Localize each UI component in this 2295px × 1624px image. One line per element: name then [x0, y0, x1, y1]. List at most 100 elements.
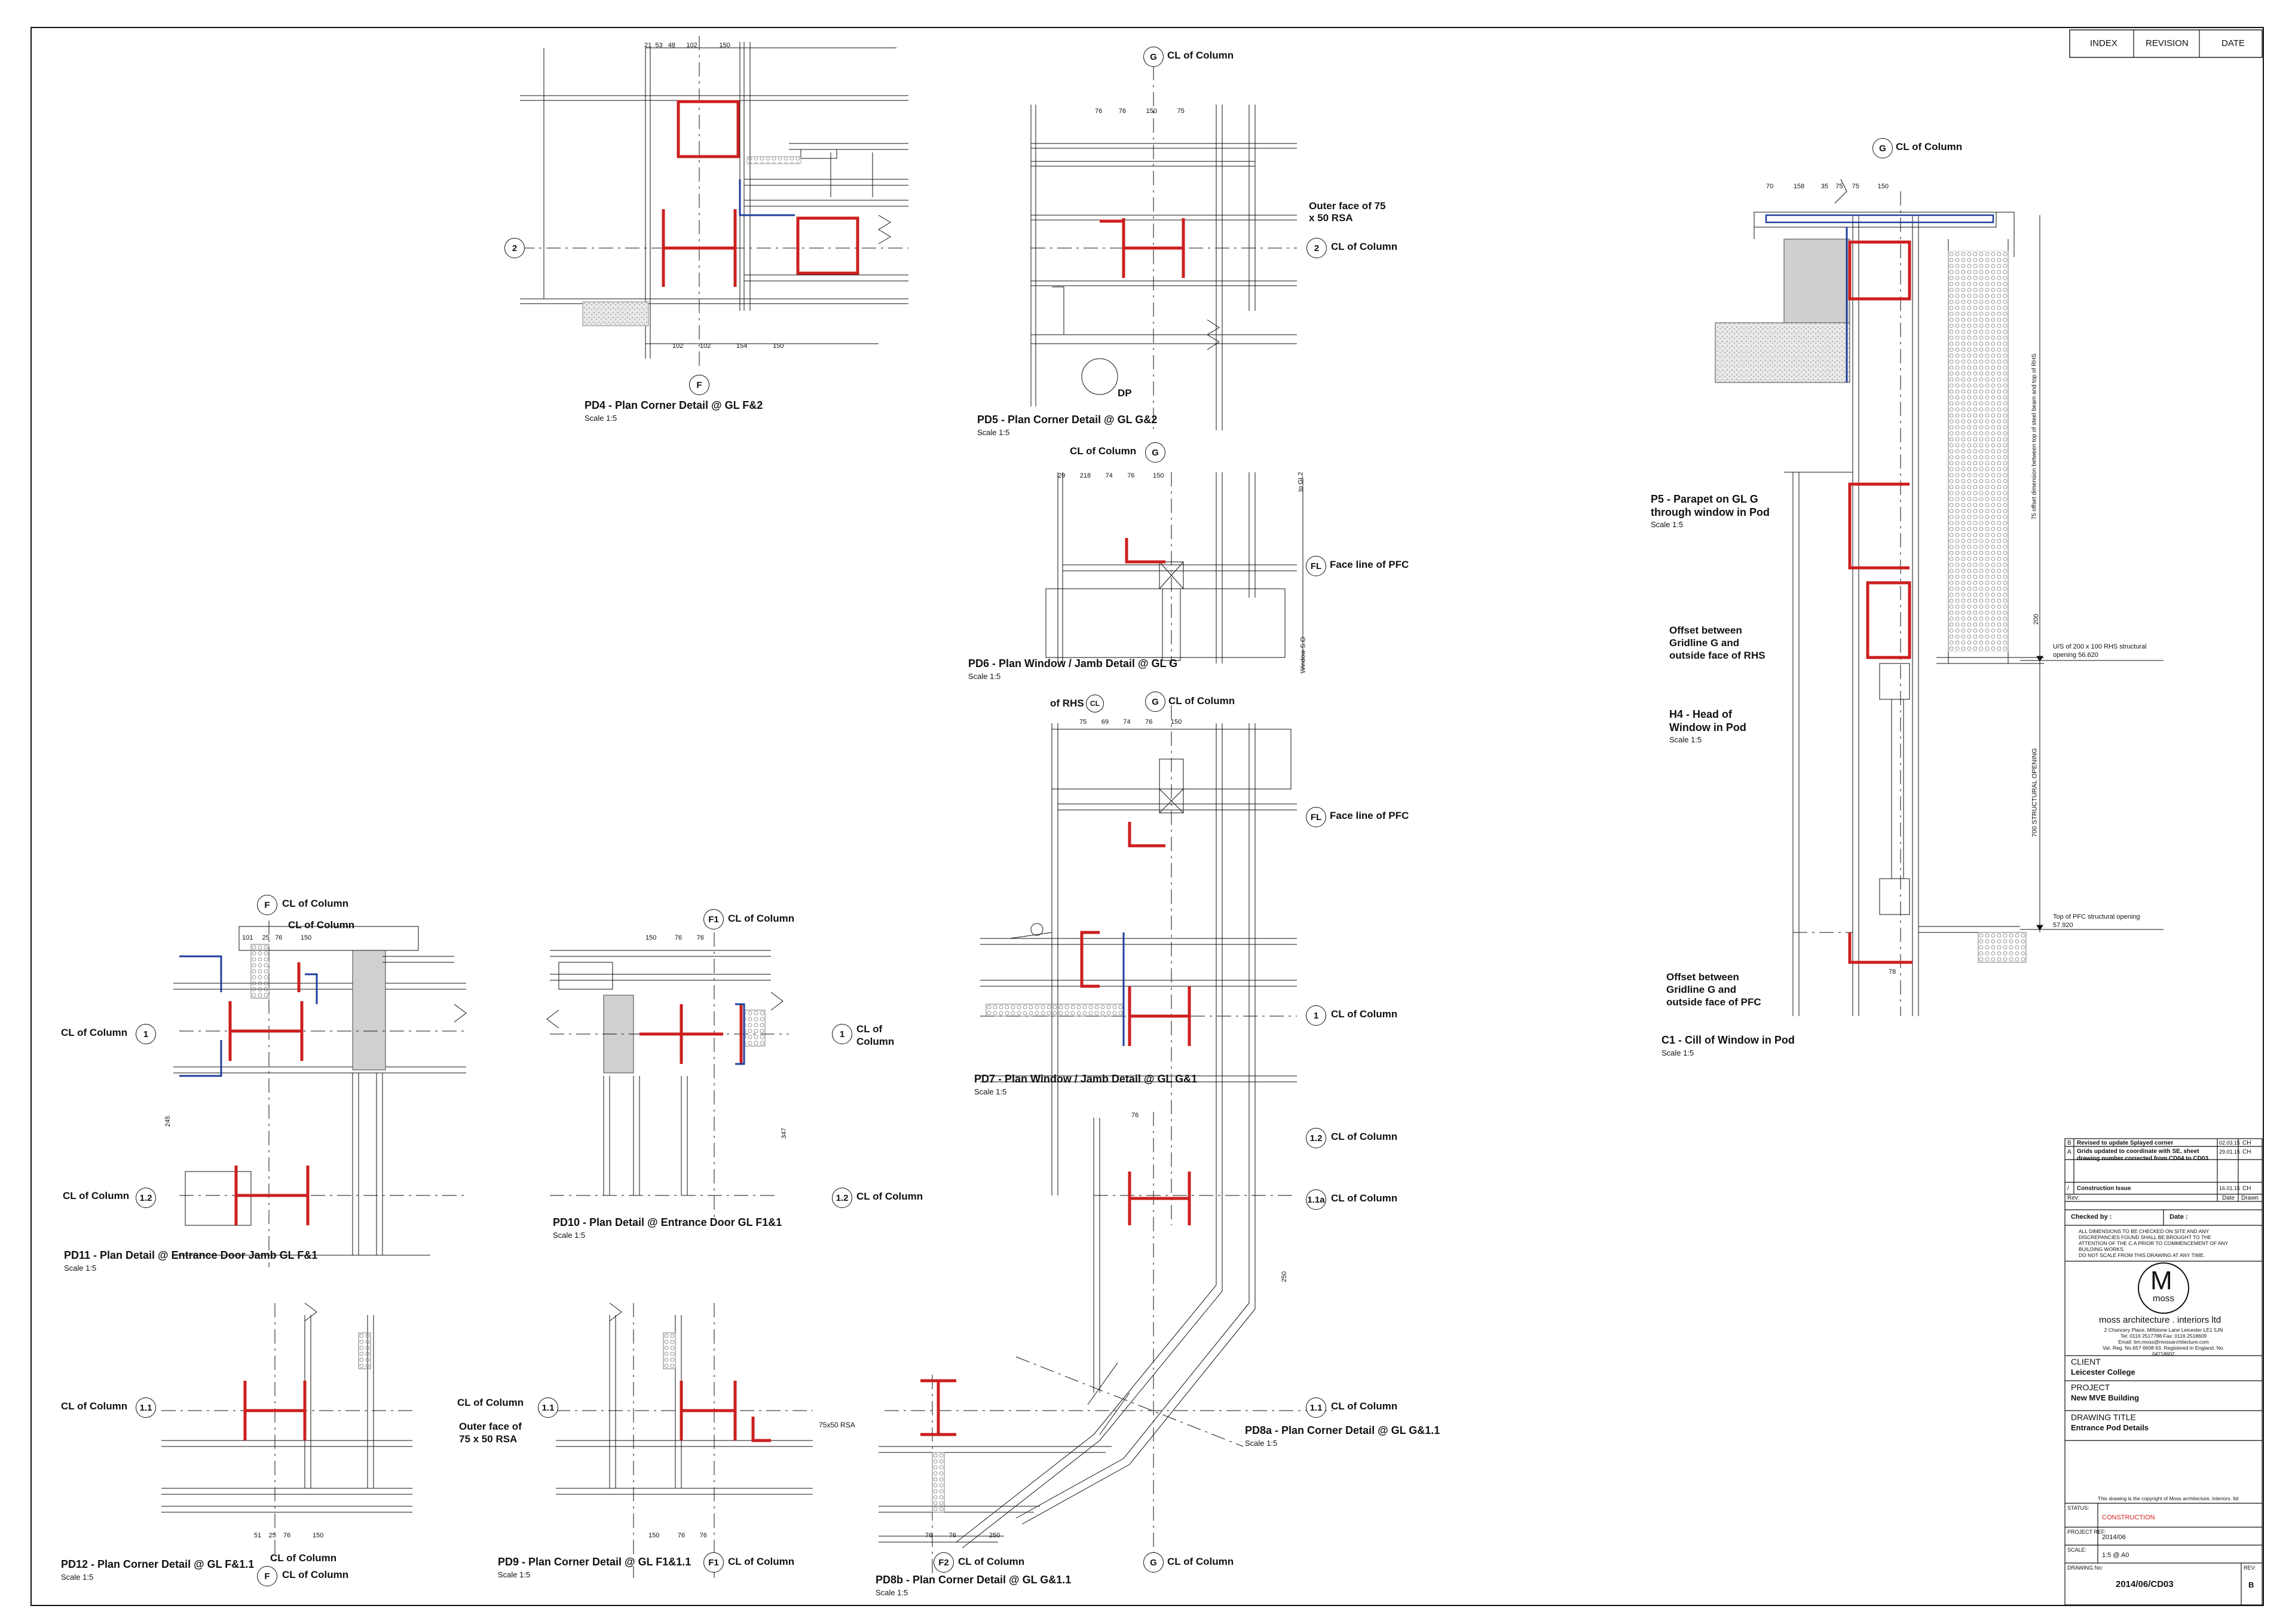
cl-column-f-pd11: CL of Column	[282, 898, 349, 909]
outer-face-of-pd9: Outer face of	[459, 1421, 522, 1432]
pd12-title: PD12 - Plan Corner Detail @ GL F&1.1	[61, 1558, 255, 1570]
rev-short-value: B	[2248, 1580, 2254, 1589]
grid-bubble-1-pd10: 1	[832, 1024, 852, 1044]
of-rhs-label: of RHS	[1050, 698, 1084, 709]
client-label: CLIENT	[2071, 1357, 2101, 1366]
h4-dim-200: 200	[2033, 613, 2040, 625]
grid-bubble-g-pd8: G	[1143, 1552, 1164, 1573]
p5-h4-c1-section	[1715, 179, 2164, 1016]
cl-column-11-pd8: CL of Column	[1331, 1400, 1398, 1412]
grid-bubble-f: F	[689, 375, 709, 395]
pd11-plan-entrance-jamb	[173, 920, 467, 1267]
offset-rhs-1: Offset between	[1669, 625, 1742, 636]
p5-scale: Scale 1:5	[1651, 520, 1684, 529]
revision-header: REVISION	[2146, 38, 2189, 48]
grid-bubble-f2-pd8b: F2	[934, 1552, 954, 1573]
rev-0-desc: Construction Issue	[2077, 1185, 2131, 1192]
cl-column-11a-pd8: CL of Column	[1331, 1192, 1398, 1204]
window-so: Window S.O	[1299, 637, 1307, 674]
pd10-dim-top: 150 76 76	[645, 934, 704, 941]
pd6-title: PD6 - Plan Window / Jamb Detail @ GL G	[968, 657, 1178, 669]
to-gl2: to GL2	[1297, 472, 1305, 492]
rev-b-code: B	[2067, 1140, 2071, 1146]
pd4-dim-top: 21 53 48 102 150	[644, 42, 730, 49]
pd10-plan-entrance-door	[546, 932, 789, 1219]
rev-a-desc: Grids updated to coordinate with SE, she…	[2077, 1148, 2209, 1162]
grid-bubble-2: 2	[504, 238, 525, 258]
grid-bubble-g-pd7: G	[1145, 692, 1165, 712]
scale-value: 1:5 @ A0	[2102, 1552, 2129, 1559]
company-address: 2 Chancery Place, Millstone Lane Leicest…	[2103, 1327, 2224, 1357]
grid-bubble-12-pd11: 1.2	[136, 1188, 156, 1208]
cl-column-1-pd11: CL of Column	[61, 1027, 128, 1038]
pd4-plan-corner	[520, 36, 908, 371]
us-rhs-2: opening 56.620	[2053, 652, 2098, 659]
rev-0-code: /	[2067, 1185, 2069, 1192]
pd10-dim-347: 347	[781, 1127, 788, 1139]
cl-column-g-pd8: CL of Column	[1167, 1556, 1234, 1567]
c1-scale: Scale 1:5	[1661, 1048, 1694, 1057]
grid-bubble-fl-pd7: FL	[1306, 807, 1326, 827]
client-value: Leicester College	[2071, 1368, 2135, 1377]
pd8-dim-top: 76	[1131, 1112, 1139, 1119]
pd9-plan-corner	[556, 1302, 813, 1578]
top-pfc-2: 57.920	[2053, 922, 2073, 929]
grid-bubble-g: G	[1143, 47, 1164, 67]
grid-bubble-12-pd10: 1.2	[832, 1188, 852, 1208]
pd5-scale: Scale 1:5	[977, 428, 1010, 437]
cl-column-f-pd12: CL of Column	[282, 1569, 349, 1580]
status-label: STATUS:	[2067, 1505, 2089, 1511]
rev-label: Rev:	[2067, 1195, 2080, 1201]
drawing-title-label: DRAWING TITLE	[2071, 1412, 2136, 1422]
offset-pfc-1: Offset between	[1666, 971, 1739, 983]
pd8b-dim-bottom: 76 76 250	[925, 1532, 1000, 1539]
grid-bubble-11-pd12: 1.1	[136, 1397, 156, 1418]
pd7-scale: Scale 1:5	[974, 1087, 1007, 1096]
cl-bubble: CL	[1086, 695, 1104, 712]
offset-pfc-3: outside face of PFC	[1666, 996, 1761, 1008]
drawing-title-value: Entrance Pod Details	[2071, 1423, 2149, 1432]
cl-column-2-pd5: CL of Column	[1331, 241, 1398, 252]
index-header: INDEX	[2090, 38, 2117, 48]
pd8-splayed-corner	[879, 1112, 1333, 1578]
outer-face-75: Outer face of 75	[1309, 200, 1386, 212]
pd9-dim-bottom: 150 76 76	[648, 1532, 707, 1539]
cl-column-1-pd7: CL of Column	[1331, 1008, 1398, 1020]
offset-pfc-2: Gridline G and	[1666, 984, 1737, 995]
dp-label: DP	[1118, 387, 1132, 399]
rsa-75x50-pd9: 75 x 50 RSA	[459, 1433, 518, 1445]
grid-bubble-g-p5: G	[1872, 138, 1893, 158]
cl-column-g-pd5: CL of Column	[1167, 50, 1234, 61]
rev-a-code: A	[2067, 1149, 2071, 1155]
grid-bubble-12-pd8: 1.2	[1306, 1128, 1326, 1148]
pd12-plan-corner	[161, 1302, 412, 1566]
h4-scale: Scale 1:5	[1669, 735, 1702, 744]
project-value: New MVE Building	[2071, 1393, 2140, 1402]
cl-column-11-pd12: CL of Column	[61, 1400, 128, 1412]
grid-bubble-fl-pd6: FL	[1306, 556, 1326, 576]
cl-column-g-pd6: CL of Column	[1070, 445, 1137, 457]
rev-drawn-label: Drawn	[2241, 1195, 2259, 1201]
grid-bubble-f1-pd10: F1	[703, 909, 724, 929]
offset-rhs-3: outside face of RHS	[1669, 650, 1765, 661]
pd11-title: PD11 - Plan Detail @ Entrance Door Jamb …	[64, 1249, 318, 1261]
c1-title: C1 - Cill of Window in Pod	[1661, 1034, 1795, 1046]
pd8a-title: PD8a - Plan Corner Detail @ GL G&1.1	[1245, 1424, 1440, 1436]
pd5-dim-top: 76 76 150 75	[1095, 108, 1185, 115]
pd9-title: PD9 - Plan Corner Detail @ GL F1&1.1	[498, 1556, 691, 1568]
moss-logo-m: M	[2150, 1266, 2172, 1295]
pd10-scale: Scale 1:5	[553, 1231, 586, 1240]
grid-bubble-11-pd9: 1.1	[538, 1397, 558, 1418]
rev-a-by: CH	[2242, 1149, 2251, 1155]
pd5-plan-corner	[1030, 66, 1297, 430]
date-header: DATE	[2221, 38, 2245, 48]
project-ref-label: PROJECT REF:	[2067, 1529, 2106, 1535]
h4-title-2: Window in Pod	[1669, 721, 1746, 733]
pd8b-scale: Scale 1:5	[876, 1588, 908, 1597]
copyright-note: This drawing is the copyright of Moss ar…	[2098, 1495, 2239, 1501]
us-rhs-1: U/S of 200 x 100 RHS structural	[2053, 643, 2147, 650]
cl-column-pd12-b1: CL of Column	[270, 1552, 337, 1564]
pd6-dim-top: 29 218 74 76 150	[1058, 472, 1164, 479]
cl-column-f1-pd10: CL of Column	[728, 913, 795, 924]
